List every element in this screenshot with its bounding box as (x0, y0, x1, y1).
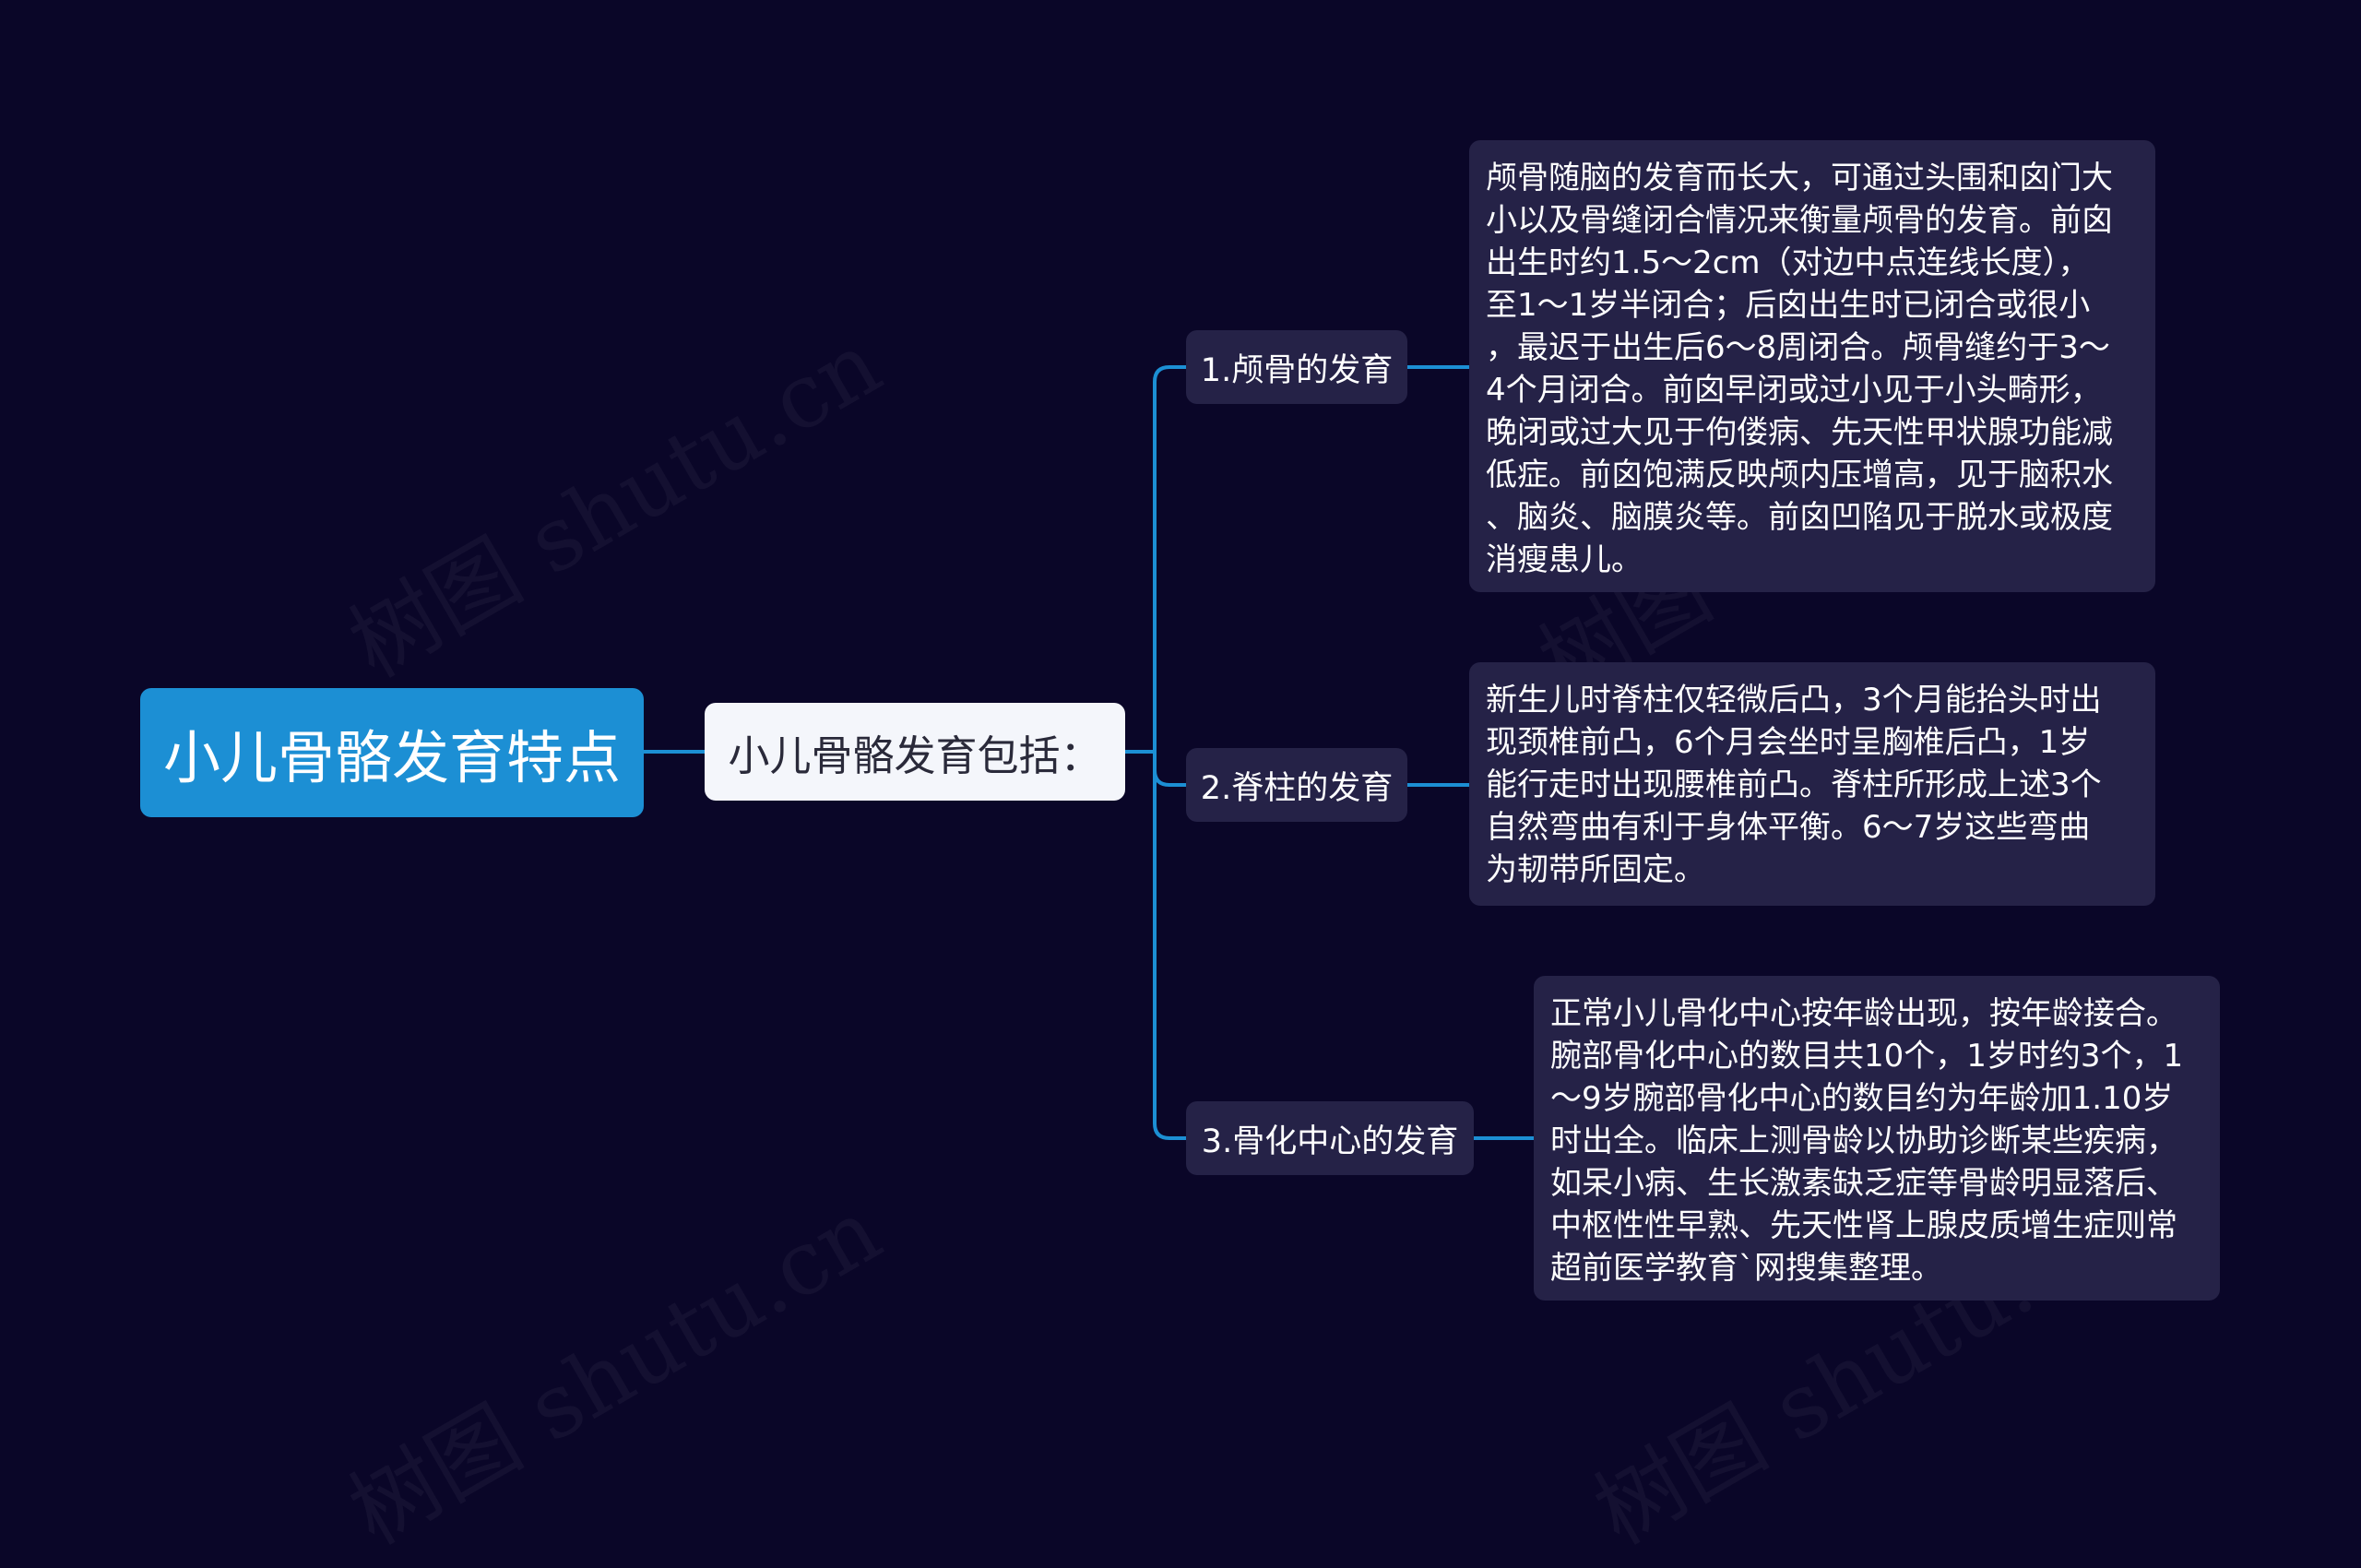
subtopic-overview[interactable]: 小儿骨骼发育包括： (705, 703, 1125, 801)
detail-spine-development[interactable]: 新生儿时脊柱仅轻微后凸，3个月能抬头时出 现颈椎前凸，6个月会坐时呈胸椎后凸，1… (1469, 662, 2155, 906)
root-topic[interactable]: 小儿骨骼发育特点 (140, 688, 644, 817)
connector-branch-3 (1153, 750, 1188, 1140)
branch-spine-development[interactable]: 2.脊柱的发育 (1186, 748, 1407, 822)
detail-ossification-center-development[interactable]: 正常小儿骨化中心按年龄出现，按年龄接合。 腕部骨化中心的数目共10个，1岁时约3… (1534, 976, 2220, 1301)
branch-skull-development[interactable]: 1.颅骨的发育 (1186, 330, 1407, 404)
connector-branch-2 (1153, 750, 1188, 787)
connector-lines (642, 365, 1536, 1140)
detail-skull-development[interactable]: 颅骨随脑的发育而长大，可通过头围和囟门大 小以及骨缝闭合情况来衡量颅骨的发育。前… (1469, 140, 2155, 592)
branch-ossification-center-development[interactable]: 3.骨化中心的发育 (1186, 1101, 1474, 1175)
connector-branch-1 (1153, 365, 1188, 754)
